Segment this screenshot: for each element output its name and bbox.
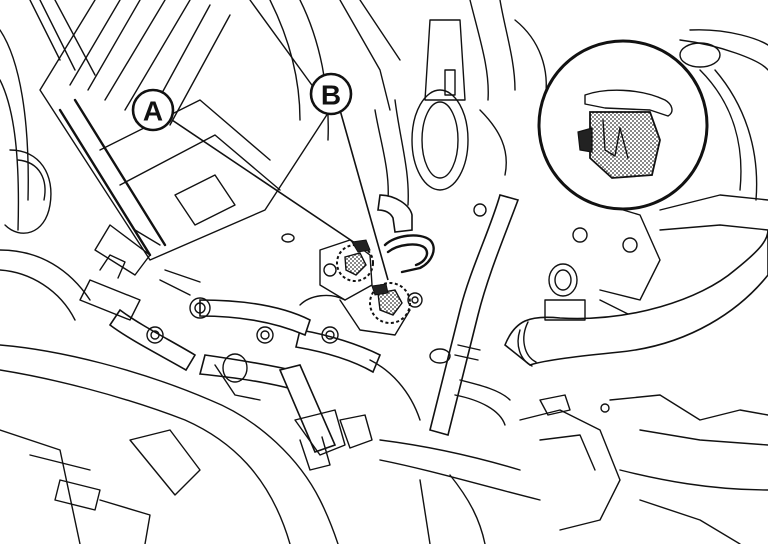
leader-line-a: [171, 119, 356, 244]
clip-a-highlight: [336, 239, 374, 282]
left-tubes: [79, 254, 311, 372]
callout-a: A: [131, 88, 175, 132]
left-body-panel: [0, 0, 96, 321]
leader-line-b: [339, 109, 389, 281]
callout-b: B: [309, 72, 353, 116]
clip-b-highlight: [369, 282, 411, 324]
intake-housing: [39, 0, 331, 276]
upper-center-components: [269, 0, 547, 206]
callout-b-letter: B: [321, 80, 341, 111]
bottom-structure: [0, 344, 768, 544]
right-large-hose: [504, 229, 768, 367]
callout-a-letter: A: [143, 96, 163, 127]
lower-center-tubes: [198, 353, 421, 471]
center-long-tube: [429, 194, 520, 436]
center-pipe-cluster: [256, 194, 435, 374]
right-upper-components: [473, 29, 768, 321]
hose-clamp: [544, 263, 586, 321]
detail-magnifier: [537, 39, 709, 211]
